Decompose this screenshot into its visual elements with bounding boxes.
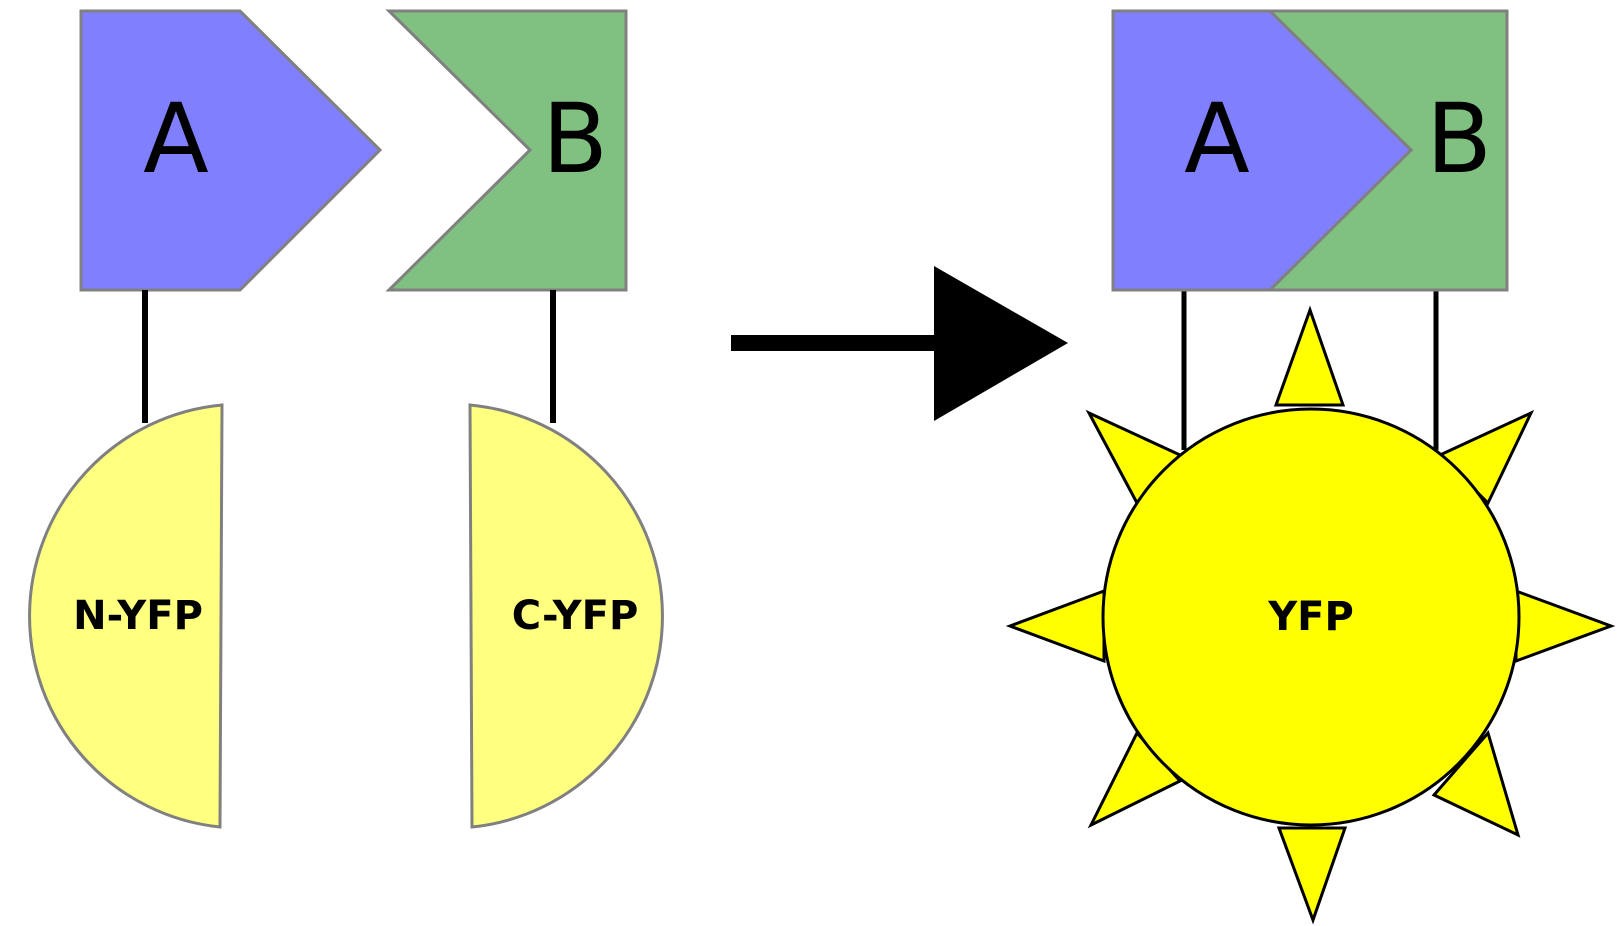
c-yfp-shape [468, 403, 664, 829]
transition-arrow [731, 266, 1068, 421]
n-yfp-label: N-YFP [73, 593, 203, 639]
protein-a-shape [79, 9, 383, 292]
ray-left [1005, 588, 1106, 664]
arrow-head [934, 266, 1068, 421]
c-yfp-fragment: C-YFP [468, 403, 664, 829]
protein-b-before: B [385, 9, 628, 292]
protein-b-label: B [542, 83, 608, 195]
before-state: A B N-YFP C-YFP [28, 9, 664, 829]
yfp-rays [1005, 305, 1616, 925]
protein-a-complex: A [1111, 9, 1414, 292]
protein-a-complex-shape [1111, 9, 1414, 292]
ray-top [1273, 305, 1346, 407]
yfp-label: YFP [1267, 594, 1354, 640]
yfp-circle [1101, 407, 1521, 827]
ray-bottom-right [1431, 729, 1521, 838]
protein-a-before: A [79, 9, 383, 292]
protein-b-complex: B [1264, 9, 1509, 292]
protein-b-shape [385, 9, 628, 292]
protein-a-complex-label: A [1184, 83, 1250, 195]
n-yfp-shape [28, 403, 224, 829]
after-state: YFP B A [1005, 9, 1616, 925]
c-yfp-label: C-YFP [512, 593, 639, 639]
protein-a-label: A [143, 83, 209, 195]
n-yfp-fragment: N-YFP [28, 403, 224, 829]
protein-b-complex-label: B [1426, 83, 1492, 195]
ray-bottom [1276, 826, 1348, 925]
ray-right [1514, 588, 1616, 664]
